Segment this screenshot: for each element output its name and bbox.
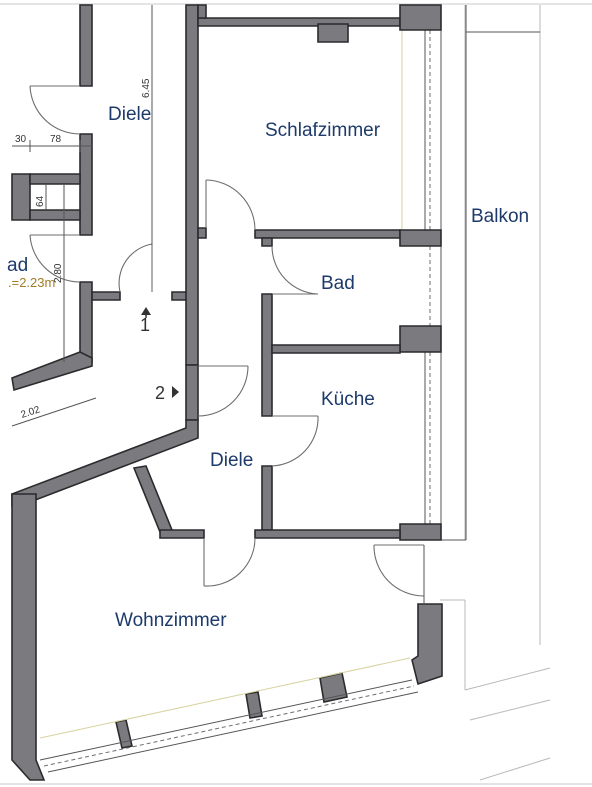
walls [11, 4, 443, 781]
frame [0, 3, 592, 785]
label-bad-left: ad [7, 255, 28, 276]
area-label: .=2.23m [8, 275, 55, 290]
dim-30: 30 [15, 134, 27, 145]
label-diele-lower: Diele [210, 450, 253, 471]
arrow-up-icon [141, 307, 151, 315]
dim-2-02: 2.02 [20, 404, 42, 421]
entry-marker-1: 1 [140, 307, 151, 335]
dim-64: 64 [35, 195, 46, 207]
dim-78: 78 [50, 134, 62, 145]
label-bad: Bad [321, 273, 355, 294]
dim-2-80: 2.80 [53, 263, 64, 283]
label-kueche: Küche [321, 389, 375, 410]
balcony-outline [440, 5, 540, 541]
label-diele-upper: Diele [108, 104, 151, 125]
entry-1-label: 1 [140, 315, 150, 335]
label-wohnzimmer: Wohnzimmer [115, 610, 227, 631]
dim-6-45: 6.45 [141, 78, 152, 98]
label-balkon: Balkon [471, 206, 529, 227]
label-schlafzimmer: Schlafzimmer [265, 120, 381, 141]
arrow-right-icon [172, 386, 179, 398]
wohnzimmer-window [39, 657, 419, 773]
dimension-lines [11, 5, 153, 427]
background-lines [440, 5, 551, 781]
entry-marker-2: 2 [155, 383, 179, 403]
entry-2-label: 2 [155, 383, 165, 403]
doors [29, 85, 425, 604]
window-lines [401, 30, 431, 524]
